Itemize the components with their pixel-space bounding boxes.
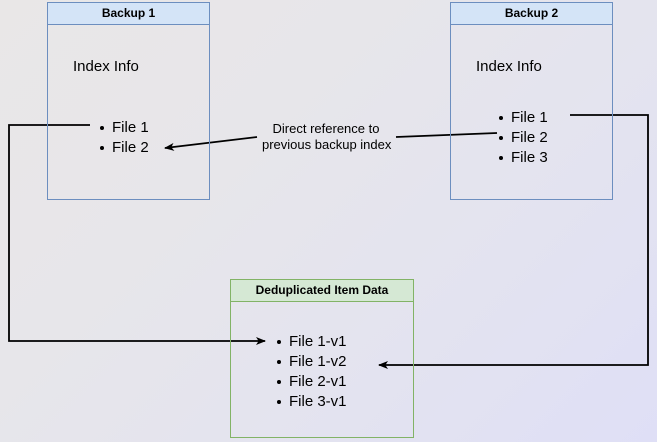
node-backup-1-header: Backup 1 <box>48 3 209 25</box>
node-deduplicated-body: File 1-v1 File 1-v2 File 2-v1 File 3-v1 <box>231 302 413 437</box>
node-backup-2[interactable]: Backup 2 Index Info File 1 File 2 File 3 <box>450 2 613 200</box>
backup-2-index-info-label: Index Info <box>476 58 542 75</box>
node-backup-1-body: Index Info File 1 File 2 <box>48 25 209 199</box>
list-item: File 2-v1 <box>276 372 347 392</box>
backup-1-index-info-label: Index Info <box>73 58 139 75</box>
list-item: File 3-v1 <box>276 392 347 412</box>
list-item: File 1 <box>498 108 548 128</box>
deduplicated-file-list: File 1-v1 File 1-v2 File 2-v1 File 3-v1 <box>276 332 347 412</box>
list-item: File 2 <box>99 138 149 158</box>
list-item: File 1-v2 <box>276 352 347 372</box>
node-deduplicated-item-data[interactable]: Deduplicated Item Data File 1-v1 File 1-… <box>230 279 414 438</box>
node-backup-2-header: Backup 2 <box>451 3 612 25</box>
list-item: File 1-v1 <box>276 332 347 352</box>
list-item: File 3 <box>498 148 548 168</box>
backup-1-file-list: File 1 File 2 <box>99 118 149 158</box>
edge-label-direct-reference: Direct reference to previous backup inde… <box>262 121 392 153</box>
list-item: File 1 <box>99 118 149 138</box>
node-backup-2-body: Index Info File 1 File 2 File 3 <box>451 25 612 199</box>
edge-label-line-2: previous backup index <box>262 137 392 152</box>
list-item: File 2 <box>498 128 548 148</box>
node-deduplicated-header: Deduplicated Item Data <box>231 280 413 302</box>
backup-2-file-list: File 1 File 2 File 3 <box>498 108 548 168</box>
node-backup-1[interactable]: Backup 1 Index Info File 1 File 2 <box>47 2 210 200</box>
edge-label-line-1: Direct reference to <box>272 121 380 136</box>
